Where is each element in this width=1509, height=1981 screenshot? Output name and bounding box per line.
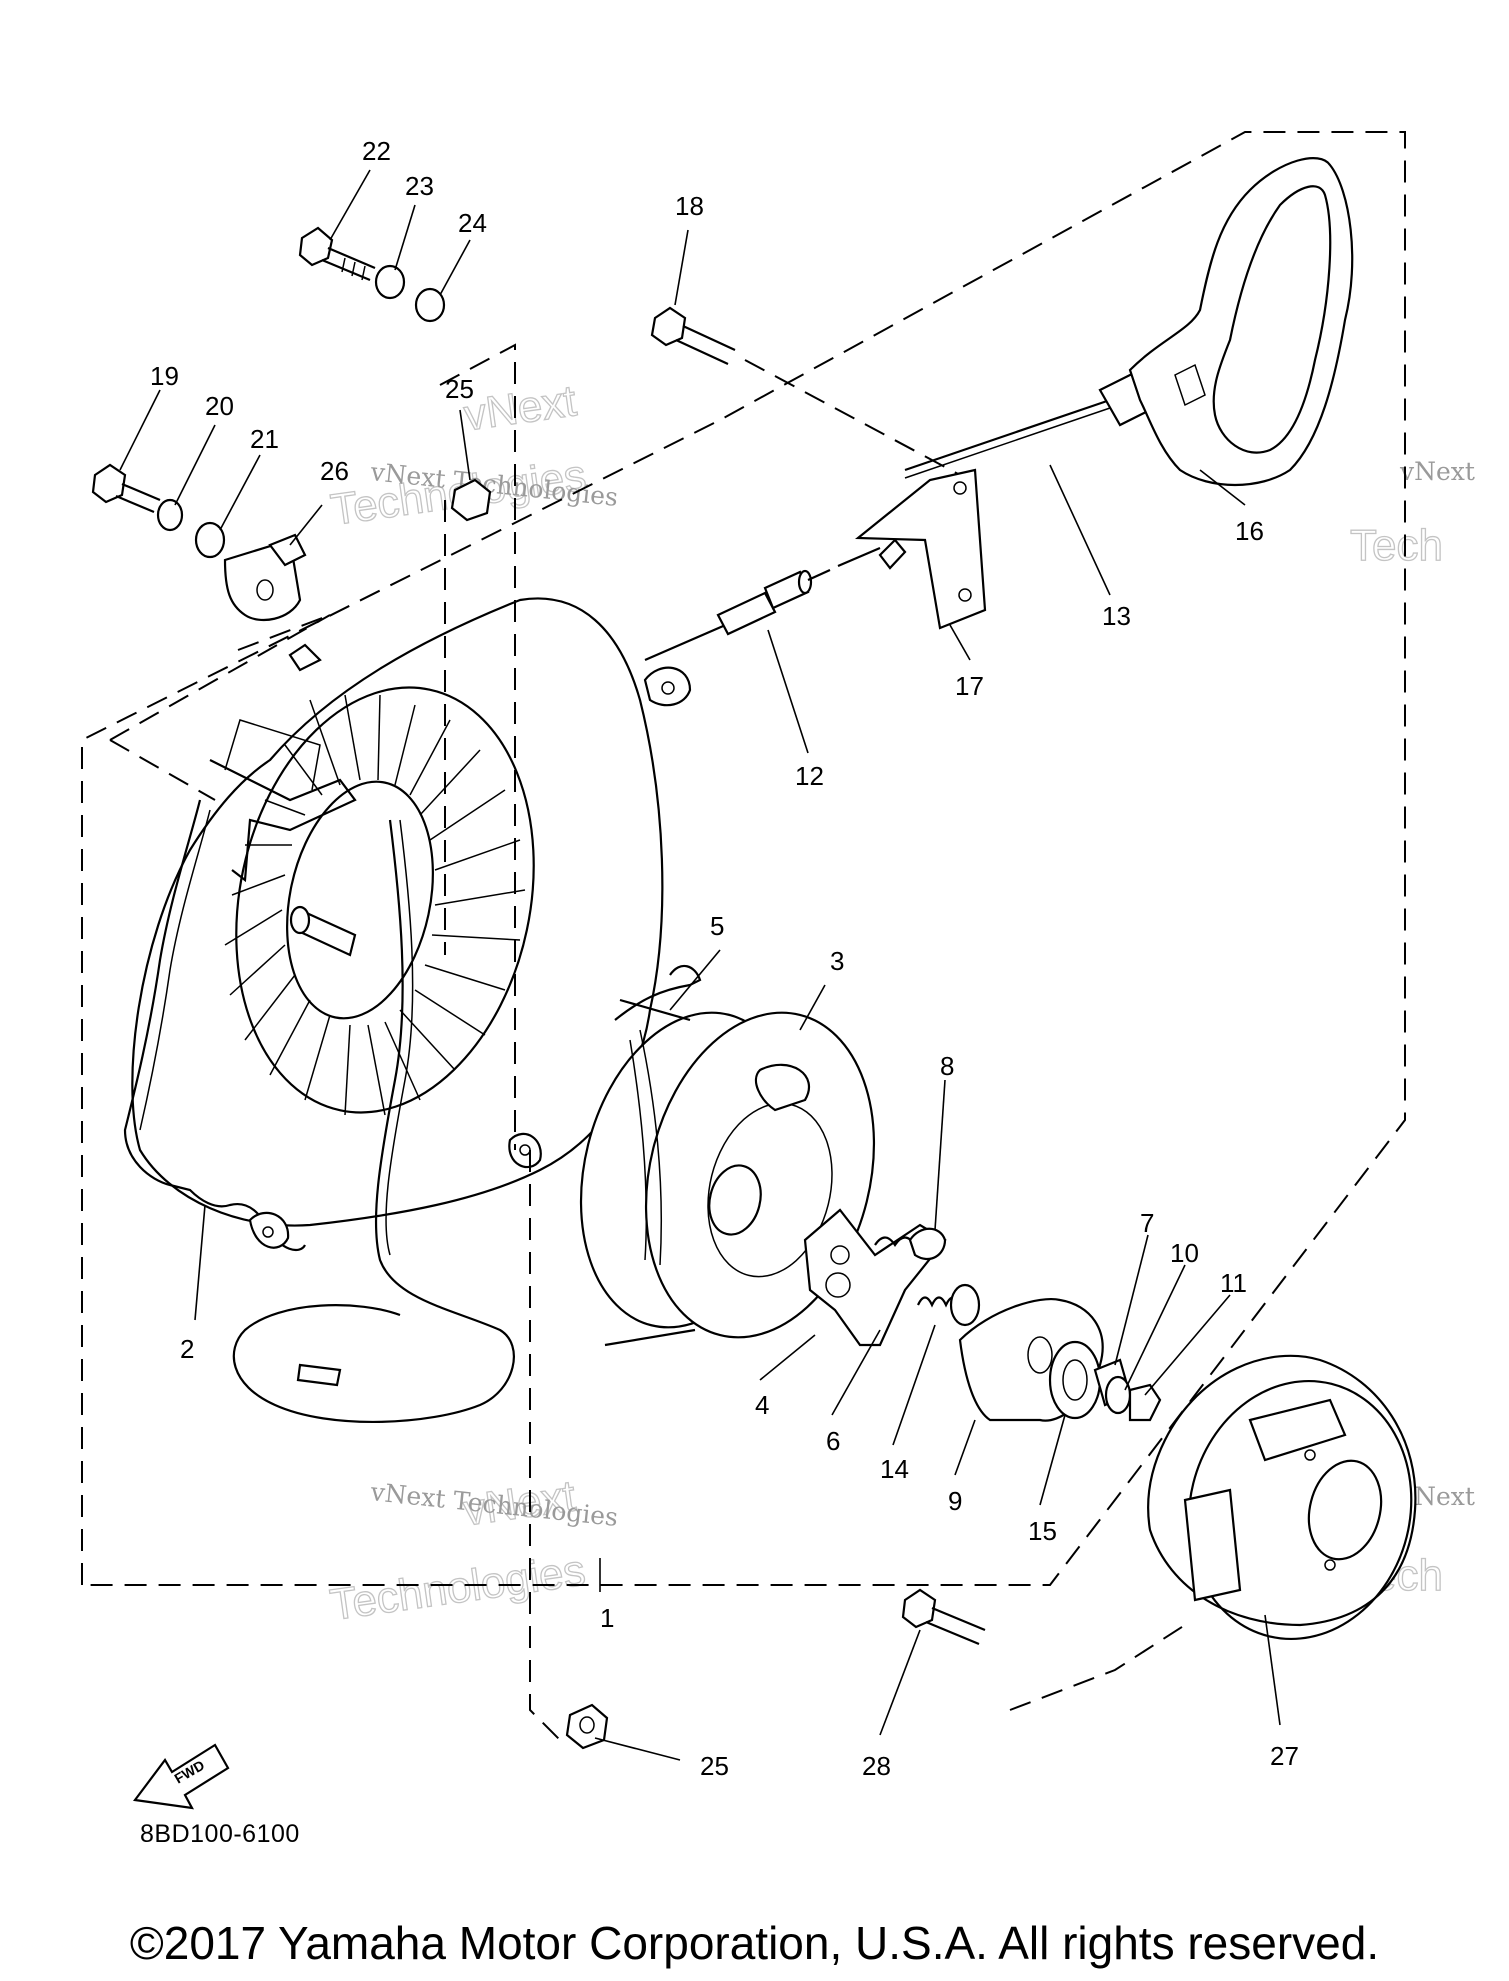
leader-26-dashed xyxy=(237,614,331,651)
label-part-22: 22 xyxy=(362,136,391,166)
leader-25-bottom-dashed xyxy=(529,1150,561,1741)
cable-sleeve-12 xyxy=(716,569,813,636)
washer-10 xyxy=(1104,1375,1132,1415)
label-part-28: 28 xyxy=(862,1751,891,1781)
svg-text:vNext: vNext xyxy=(461,376,579,440)
plate-26 xyxy=(223,533,307,622)
label-part-14: 14 xyxy=(880,1454,909,1484)
label-part-25-top: 25 xyxy=(445,374,474,404)
label-part-11: 11 xyxy=(1220,1268,1247,1298)
washer-20 xyxy=(156,498,184,532)
cable-gap xyxy=(807,568,831,582)
label-part-16: 16 xyxy=(1235,516,1264,546)
assembly-boundary xyxy=(81,131,1406,1586)
spring-8 xyxy=(874,1227,947,1261)
label-part-27: 27 xyxy=(1270,1741,1299,1771)
label-part-23: 23 xyxy=(405,171,434,201)
watermark-right-upper: vNext xyxy=(1399,457,1475,486)
label-part-5: 5 xyxy=(710,911,724,941)
rope-13 xyxy=(904,398,1111,479)
cable-end xyxy=(837,546,881,568)
bolt-28 xyxy=(901,1588,986,1646)
label-part-19: 19 xyxy=(150,361,179,391)
leader-19-dashed xyxy=(109,739,216,801)
leader-housing-top xyxy=(109,614,331,741)
label-part-10: 10 xyxy=(1170,1238,1199,1268)
label-part-8: 8 xyxy=(940,1051,954,1081)
bolt-18 xyxy=(650,306,736,365)
label-part-3: 3 xyxy=(830,946,844,976)
nut-25-top xyxy=(450,478,492,522)
label-part-24: 24 xyxy=(458,208,487,238)
washer-24 xyxy=(414,287,446,323)
starter-handle-16 xyxy=(1098,157,1354,487)
leader-18-dashed xyxy=(744,359,961,476)
label-part-21: 21 xyxy=(250,424,279,454)
label-part-17: 17 xyxy=(955,671,984,701)
label-part-15: 15 xyxy=(1028,1516,1057,1546)
part-number-labels: 1 2 3 4 5 6 7 8 9 10 11 12 13 14 15 16 1… xyxy=(150,136,1299,1781)
washer-21 xyxy=(194,521,226,559)
label-part-7: 7 xyxy=(1140,1208,1154,1238)
label-part-18: 18 xyxy=(675,191,704,221)
svg-text:Technologies: Technologies xyxy=(327,1546,588,1630)
label-part-20: 20 xyxy=(205,391,234,421)
label-part-4: 4 xyxy=(755,1390,769,1420)
nut-11 xyxy=(1128,1383,1162,1422)
label-part-9: 9 xyxy=(948,1486,962,1516)
label-part-26: 26 xyxy=(320,456,349,486)
leader-22-dashed xyxy=(439,343,516,1150)
label-part-12: 12 xyxy=(795,761,824,791)
rope-knot xyxy=(296,1363,342,1387)
label-part-13: 13 xyxy=(1102,601,1131,631)
leader-lines xyxy=(119,169,1281,1761)
washer-15 xyxy=(1048,1340,1102,1420)
label-part-1: 1 xyxy=(600,1603,614,1633)
spring-14 xyxy=(917,1283,981,1327)
diagram-code: 8BD100-6100 xyxy=(140,1820,300,1848)
fwd-arrow-icon: FWD xyxy=(133,1743,230,1810)
nut-25-bottom xyxy=(565,1703,609,1750)
label-part-25-bottom: 25 xyxy=(700,1751,729,1781)
bolt-22 xyxy=(298,226,376,282)
starter-rope-loop xyxy=(232,819,515,1424)
washer-23 xyxy=(374,264,406,300)
label-part-2: 2 xyxy=(180,1334,194,1364)
ratchet-4 xyxy=(803,1208,947,1347)
fan-ribs xyxy=(224,694,526,1116)
bolt-19 xyxy=(91,463,161,514)
watermark-right-upper-big: Tech xyxy=(1350,521,1443,570)
starter-housing xyxy=(123,597,692,1252)
leader-28-dashed xyxy=(1009,1624,1186,1711)
cable-guide-17 xyxy=(854,468,987,630)
drive-cup-27 xyxy=(1147,1354,1417,1641)
label-part-6: 6 xyxy=(826,1426,840,1456)
copyright-notice: ©2017 Yamaha Motor Corporation, U.S.A. A… xyxy=(129,1917,1380,1969)
